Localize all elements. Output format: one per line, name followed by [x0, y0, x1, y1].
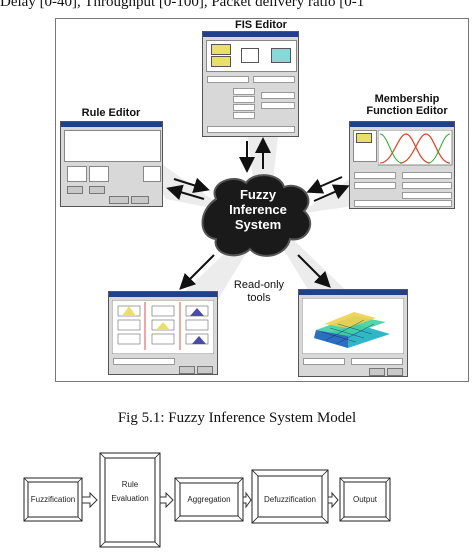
step-rule-evaluation: Rule Evaluation	[111, 480, 149, 503]
rule-editor-window	[60, 121, 163, 207]
membership-curves	[378, 130, 453, 166]
fis-editor-label: FIS Editor	[235, 19, 287, 31]
rule-viewer-plots	[112, 300, 214, 354]
membership-editor-window	[349, 121, 455, 209]
rule-editor-label: Rule Editor	[81, 107, 141, 119]
fuzzy-inference-system-label: Fuzzy Inference System	[229, 187, 287, 232]
surface-plot	[302, 298, 404, 354]
connection-arrows	[166, 137, 350, 290]
fuzzy-inference-diagram: FIS Editor Rule Editor Membership Functi…	[55, 18, 469, 382]
fuzzy-inference-cloud	[201, 174, 311, 257]
step-output: Output	[352, 495, 377, 504]
read-only-tools-label: Read-only tools	[233, 279, 285, 304]
step-fuzzification: Fuzzification	[30, 495, 76, 504]
figure-caption: Fig 5.1: Fuzzy Inference System Model	[117, 410, 357, 426]
surface-viewer-window	[298, 289, 408, 377]
step-aggregation: Aggregation	[187, 495, 231, 504]
top-text-line: Delay [0-40], Throughput [0-100], Packet…	[0, 0, 365, 10]
rule-viewer-window	[108, 291, 218, 375]
fis-editor-window	[202, 31, 299, 137]
process-flow-diagram	[23, 452, 391, 548]
membership-editor-label: Membership Function Editor	[366, 93, 448, 117]
step-defuzzification: Defuzzification	[263, 495, 317, 504]
